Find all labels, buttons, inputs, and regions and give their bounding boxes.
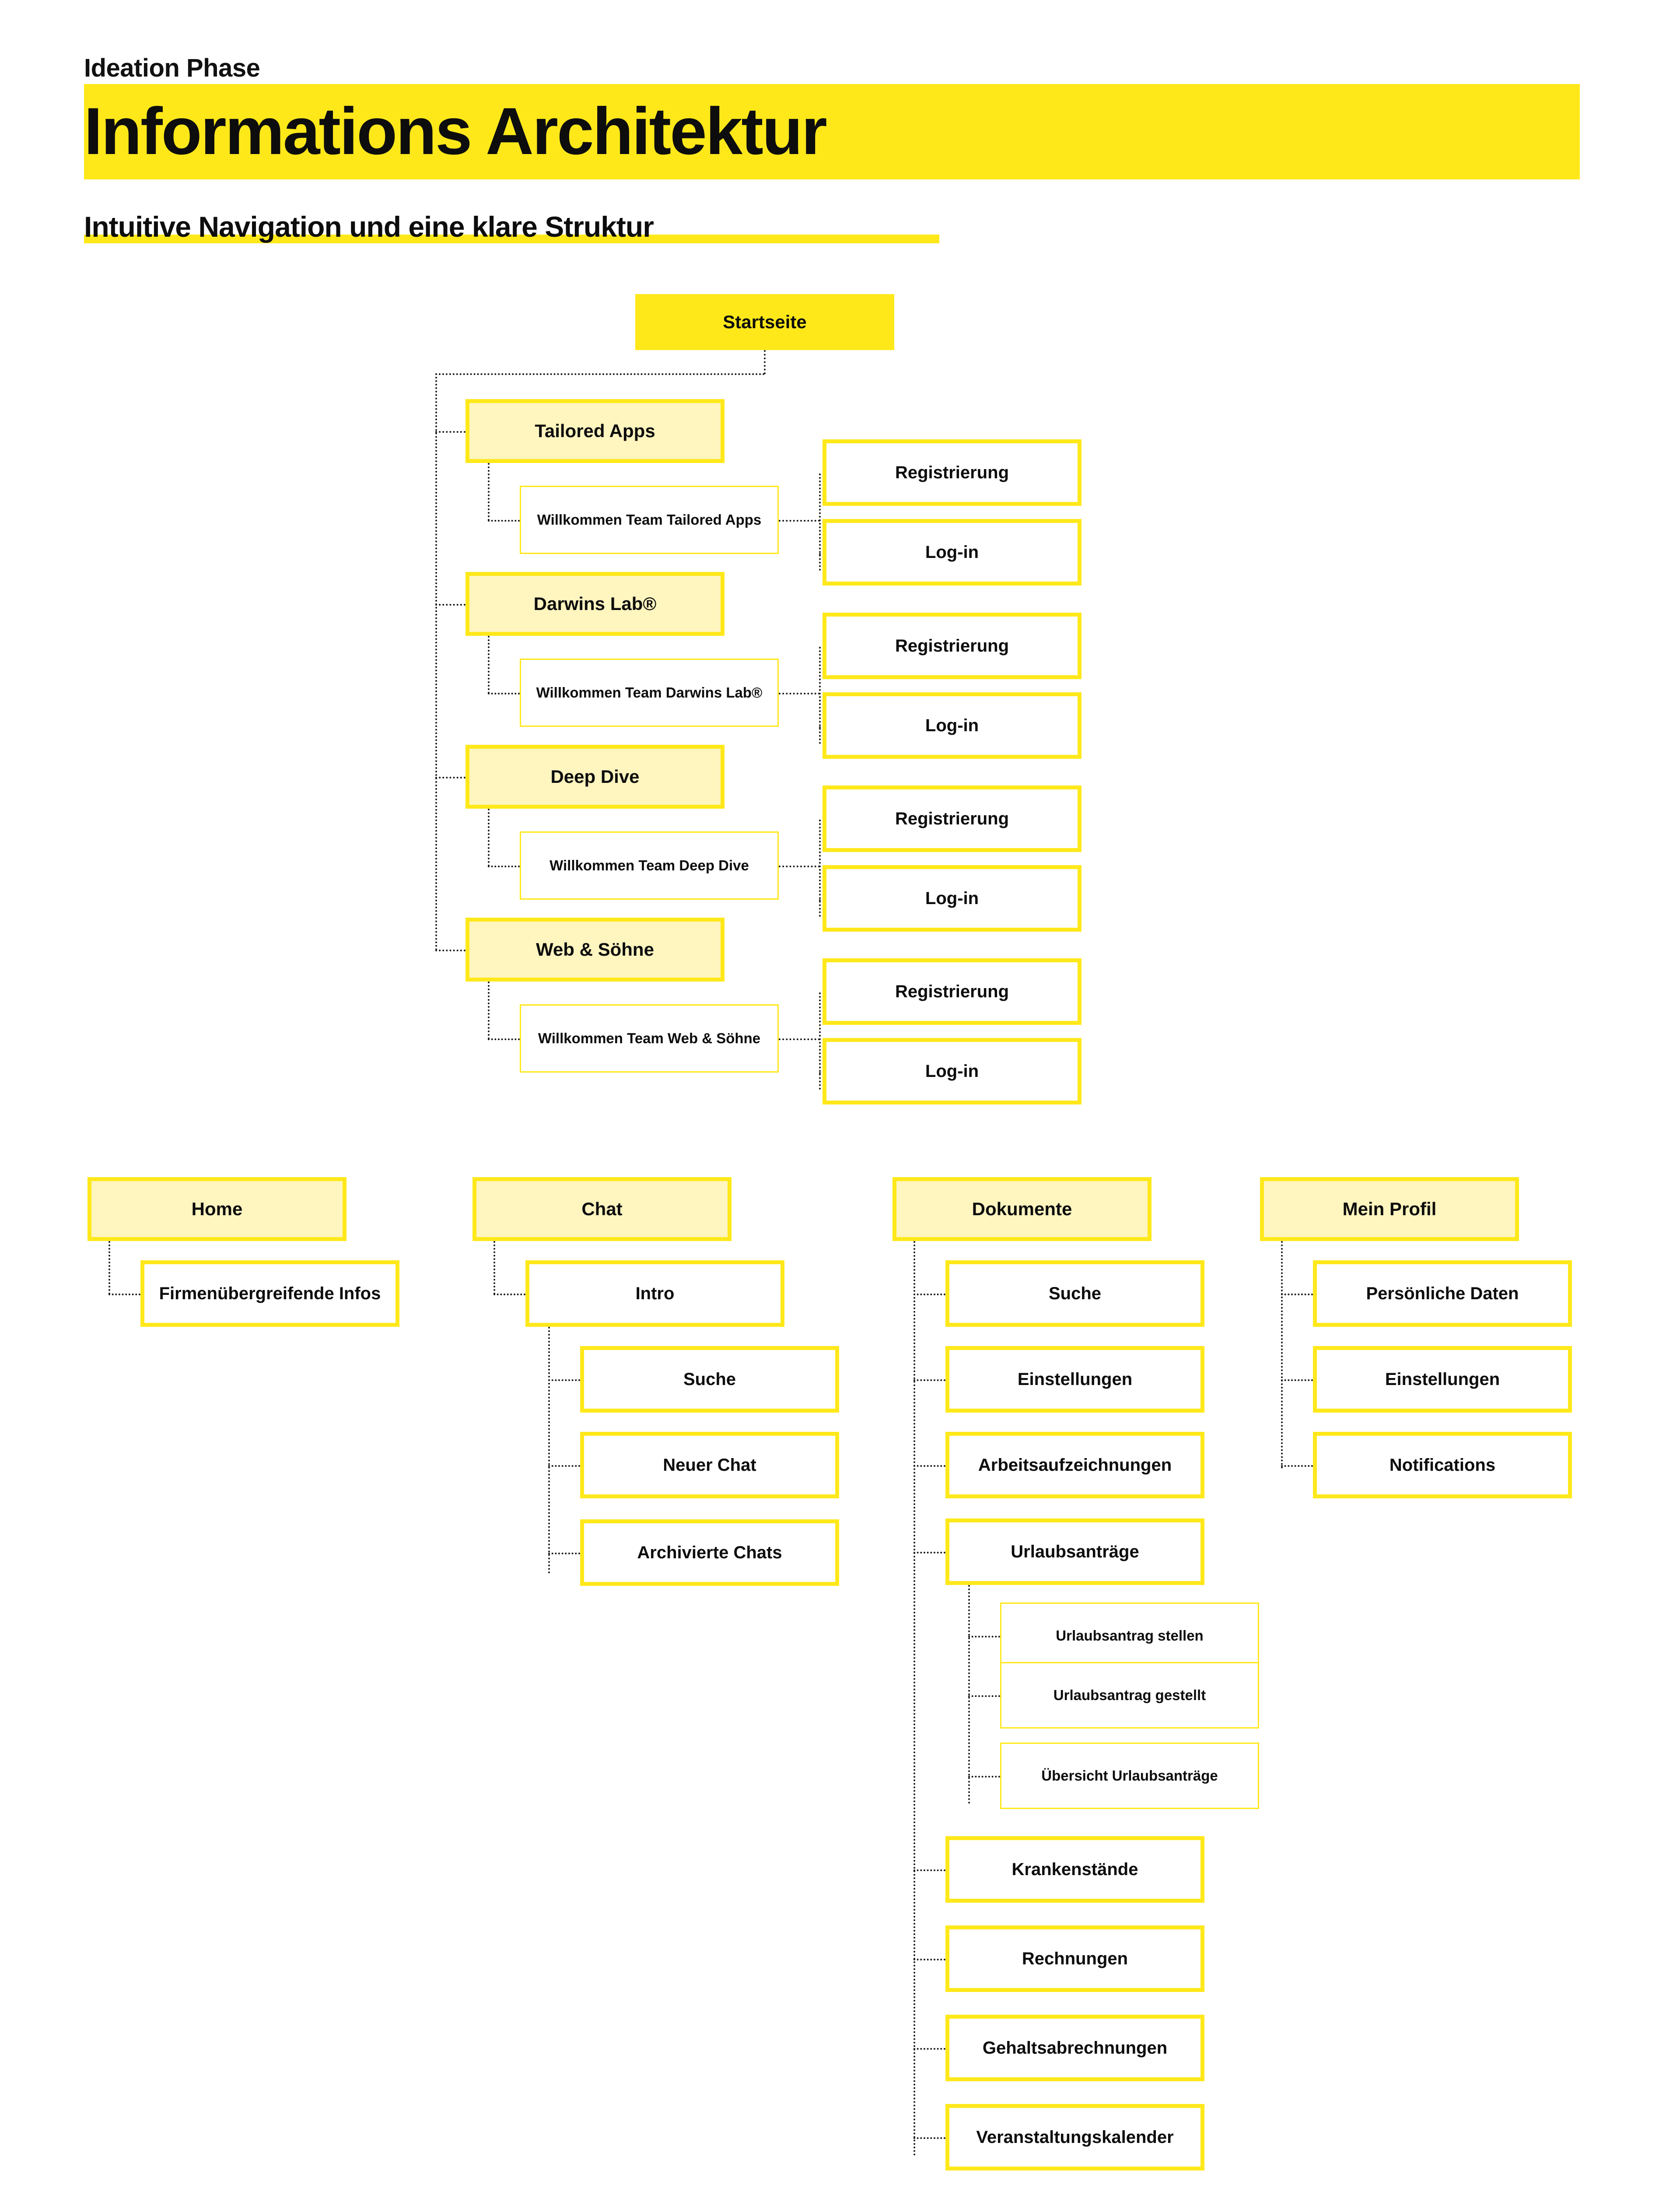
connector-action-spine-3 bbox=[819, 992, 821, 1090]
node-welcome-darwins-lab[interactable]: Willkommen Team Darwins Lab® bbox=[520, 659, 779, 727]
node-section-chat[interactable]: Chat bbox=[472, 1177, 732, 1241]
connector-home-spine bbox=[108, 1241, 110, 1294]
connector-stub-dok-0 bbox=[914, 1294, 945, 1295]
node-dok-gehaltsabrechnungen[interactable]: Gehaltsabrechnungen bbox=[945, 2015, 1204, 2081]
connector-root-drop bbox=[764, 350, 766, 374]
node-section-dokumente[interactable]: Dokumente bbox=[892, 1177, 1152, 1241]
page-subtitle: Intuitive Navigation und eine klare Stru… bbox=[84, 210, 654, 243]
node-login-3[interactable]: Log-in bbox=[822, 1038, 1082, 1105]
node-login-2[interactable]: Log-in bbox=[822, 865, 1082, 932]
node-firmenuebergreifende-infos[interactable]: Firmenübergreifende Infos bbox=[140, 1260, 399, 1327]
connector-stub-dok-2 bbox=[914, 1465, 945, 1467]
node-persoenliche-daten[interactable]: Persönliche Daten bbox=[1313, 1260, 1572, 1327]
node-dok-veranstaltungskalender[interactable]: Veranstaltungskalender bbox=[945, 2104, 1204, 2170]
connector-brand-1-drop bbox=[488, 636, 490, 694]
connector-brand-0-drop bbox=[488, 463, 490, 521]
connector-welcome-1-out bbox=[779, 693, 820, 694]
connector-stub-urlaub-1 bbox=[968, 1695, 1000, 1697]
connector-stub-dok-3 bbox=[914, 1552, 945, 1553]
connector-dokumente-spine bbox=[914, 1241, 915, 2156]
connector-chat-spine bbox=[494, 1241, 495, 1294]
connector-stub-welcome-3 bbox=[488, 1038, 520, 1040]
title-highlight-band bbox=[84, 84, 1580, 179]
connector-stub-home-0 bbox=[108, 1294, 140, 1295]
connector-stub-dok-5 bbox=[914, 1959, 945, 1960]
connector-stub-profil-1 bbox=[1281, 1379, 1313, 1381]
node-dok-krankenstaende[interactable]: Krankenstände bbox=[945, 1836, 1204, 1903]
node-login-0[interactable]: Log-in bbox=[822, 519, 1082, 586]
subtitle-underline bbox=[84, 235, 939, 243]
connector-intro-spine bbox=[548, 1327, 550, 1574]
connector-stub-urlaub-2 bbox=[968, 1776, 1000, 1778]
node-urlaubsantrag-stellen[interactable]: Urlaubsantrag stellen bbox=[1000, 1602, 1259, 1669]
connector-stub-intro-1 bbox=[548, 1465, 580, 1467]
eyebrow-label: Ideation Phase bbox=[84, 54, 260, 82]
node-profil-einstellungen[interactable]: Einstellungen bbox=[1313, 1346, 1572, 1413]
connector-urlaub-spine bbox=[968, 1585, 970, 1804]
node-brand-tailored-apps[interactable]: Tailored Apps bbox=[466, 399, 724, 463]
connector-stub-welcome-0 bbox=[488, 520, 520, 522]
node-registrierung-1[interactable]: Registrierung bbox=[822, 613, 1082, 679]
connector-stub-intro-2 bbox=[548, 1553, 580, 1554]
node-welcome-web-soehne[interactable]: Willkommen Team Web & Söhne bbox=[520, 1004, 779, 1073]
connector-action-spine-0 bbox=[819, 473, 821, 571]
node-chat-archivierte-chats[interactable]: Archivierte Chats bbox=[580, 1519, 839, 1586]
connector-stub-welcome-1 bbox=[488, 693, 520, 694]
node-welcome-tailored-apps[interactable]: Willkommen Team Tailored Apps bbox=[520, 486, 779, 554]
connector-stub-brand-3 bbox=[435, 950, 466, 951]
page-title: Informations Architektur bbox=[84, 94, 827, 168]
node-registrierung-0[interactable]: Registrierung bbox=[822, 439, 1082, 506]
connector-stub-brand-2 bbox=[435, 777, 466, 778]
node-welcome-deep-dive[interactable]: Willkommen Team Deep Dive bbox=[520, 831, 779, 900]
connector-stub-dok-1 bbox=[914, 1379, 945, 1381]
connector-stub-chat-0 bbox=[494, 1294, 525, 1295]
connector-stub-brand-1 bbox=[435, 604, 466, 606]
node-startseite[interactable]: Startseite bbox=[635, 294, 894, 350]
node-registrierung-3[interactable]: Registrierung bbox=[822, 958, 1082, 1025]
node-registrierung-2[interactable]: Registrierung bbox=[822, 785, 1082, 852]
node-dok-einstellungen[interactable]: Einstellungen bbox=[945, 1346, 1204, 1413]
connector-stub-brand-0 bbox=[435, 431, 466, 433]
node-dok-urlaubsantraege[interactable]: Urlaubsanträge bbox=[945, 1518, 1204, 1585]
connector-stub-dok-7 bbox=[914, 2137, 945, 2139]
connector-profil-spine bbox=[1281, 1241, 1283, 1469]
connector-stub-welcome-2 bbox=[488, 866, 520, 867]
node-profil-notifications[interactable]: Notifications bbox=[1313, 1432, 1572, 1498]
connector-welcome-3-out bbox=[779, 1038, 820, 1040]
node-brand-web-soehne[interactable]: Web & Söhne bbox=[466, 918, 724, 982]
connector-stub-dok-6 bbox=[914, 2048, 945, 2050]
page-header: Ideation Phase Informations Architektur … bbox=[0, 0, 1680, 271]
node-uebersicht-urlaubsantraege[interactable]: Übersicht Urlaubsanträge bbox=[1000, 1743, 1259, 1809]
node-dok-rechnungen[interactable]: Rechnungen bbox=[945, 1925, 1204, 1992]
connector-stub-intro-0 bbox=[548, 1379, 580, 1381]
connector-welcome-2-out bbox=[779, 866, 820, 867]
connector-stub-profil-0 bbox=[1281, 1294, 1313, 1295]
connector-brand-2-drop bbox=[488, 809, 490, 866]
connector-brand-3-drop bbox=[488, 982, 490, 1039]
node-dok-suche[interactable]: Suche bbox=[945, 1260, 1204, 1327]
node-brand-deep-dive[interactable]: Deep Dive bbox=[466, 745, 724, 809]
node-chat-suche[interactable]: Suche bbox=[580, 1346, 839, 1413]
node-chat-neuer-chat[interactable]: Neuer Chat bbox=[580, 1432, 839, 1498]
connector-action-spine-1 bbox=[819, 647, 821, 744]
connector-brand-spine bbox=[435, 373, 437, 951]
node-brand-darwins-lab[interactable]: Darwins Lab® bbox=[466, 572, 724, 636]
node-login-1[interactable]: Log-in bbox=[822, 692, 1082, 759]
connector-welcome-0-out bbox=[779, 520, 820, 522]
node-chat-intro[interactable]: Intro bbox=[525, 1260, 784, 1327]
connector-stub-urlaub-0 bbox=[968, 1636, 1000, 1637]
node-section-mein-profil[interactable]: Mein Profil bbox=[1260, 1177, 1519, 1241]
connector-root-to-spine bbox=[435, 373, 765, 375]
node-dok-arbeitsaufzeichnungen[interactable]: Arbeitsaufzeichnungen bbox=[945, 1432, 1204, 1498]
node-section-home[interactable]: Home bbox=[88, 1177, 346, 1241]
node-urlaubsantrag-gestellt[interactable]: Urlaubsantrag gestellt bbox=[1000, 1662, 1259, 1729]
connector-action-spine-2 bbox=[819, 820, 821, 917]
connector-stub-profil-2 bbox=[1281, 1465, 1313, 1467]
connector-stub-dok-4 bbox=[914, 1869, 945, 1871]
